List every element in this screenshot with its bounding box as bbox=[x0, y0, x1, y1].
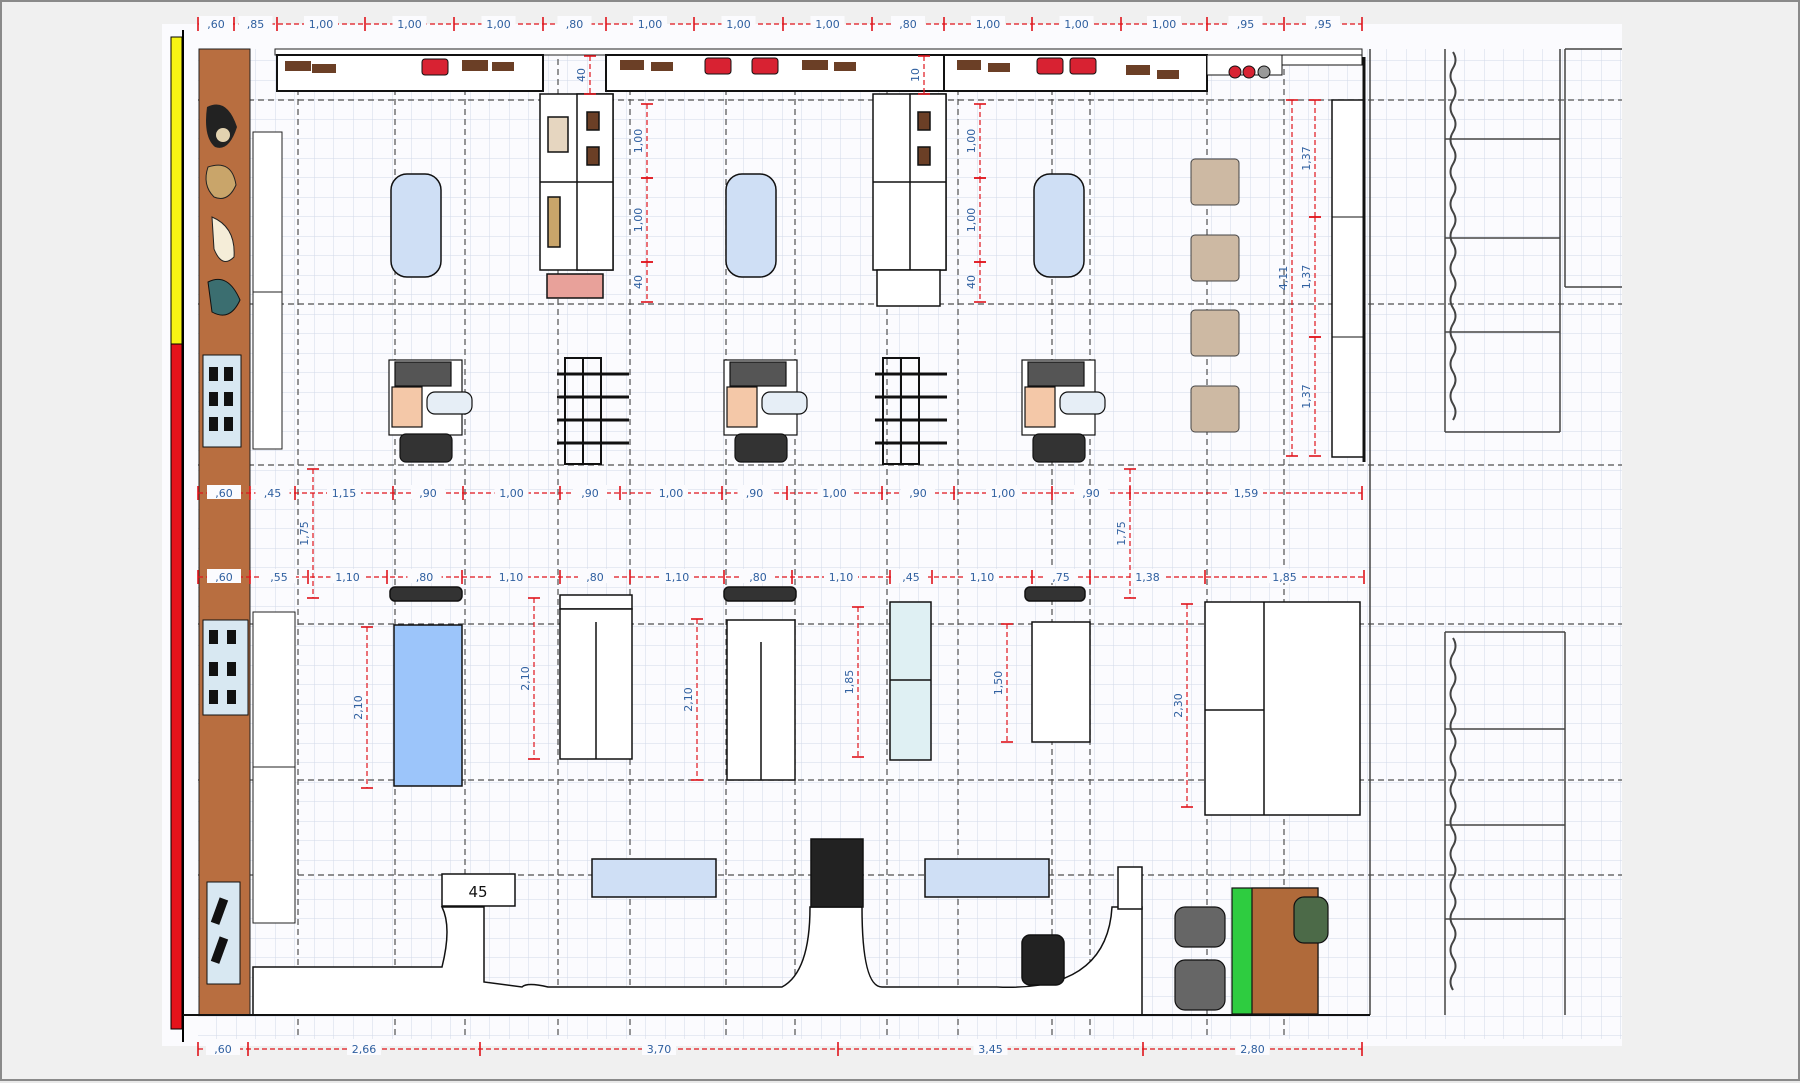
row2-dim-label: ,45 bbox=[902, 571, 920, 584]
top-dim-label: 1,00 bbox=[1064, 18, 1089, 31]
dim-wall-b-3: 40 bbox=[965, 275, 978, 289]
top-dim-label: ,95 bbox=[1314, 18, 1332, 31]
row1-dim-label: ,90 bbox=[581, 487, 599, 500]
dim-wall-b-2: 1,00 bbox=[965, 208, 978, 233]
dim-item-1: 2,10 bbox=[352, 695, 365, 720]
top-dim-label: 1,00 bbox=[726, 18, 751, 31]
row1-dim-label: 1,00 bbox=[991, 487, 1016, 500]
row2-dim-label: 1,10 bbox=[499, 571, 524, 584]
dim-aisle-2: 1,75 bbox=[1115, 521, 1128, 546]
top-dim-label: 1,00 bbox=[638, 18, 663, 31]
top-dim-label: 1,00 bbox=[815, 18, 840, 31]
dim-right-3: 1,37 bbox=[1300, 384, 1313, 409]
top-dim-label: 1,00 bbox=[309, 18, 334, 31]
row2-dim-label: 1,10 bbox=[335, 571, 360, 584]
dim-aisle-1: 1,75 bbox=[298, 521, 311, 546]
rails bbox=[564, 357, 920, 465]
row2-dim-label: ,80 bbox=[416, 571, 434, 584]
bottom-dim-label: 2,66 bbox=[352, 1043, 377, 1056]
glass-tables bbox=[390, 173, 1085, 278]
row2-dim-label: ,55 bbox=[270, 571, 288, 584]
top-dim-label: 1,00 bbox=[397, 18, 422, 31]
row2-dim-label: ,80 bbox=[586, 571, 604, 584]
stations-row2 bbox=[389, 586, 1361, 816]
stations-row1 bbox=[388, 359, 1106, 463]
dim-item-4: 1,85 bbox=[843, 670, 856, 695]
top-dim-label: 1,00 bbox=[1152, 18, 1177, 31]
top-wall-shelves bbox=[274, 48, 1363, 92]
bottom-dimension-chain: ,60 2,66 3,70 3,45 2,80 bbox=[197, 1041, 1363, 1056]
row2-dim-label: 1,10 bbox=[829, 571, 854, 584]
dim-wall-a-1: 1,00 bbox=[632, 129, 645, 154]
dim-item-2: 2,10 bbox=[519, 666, 532, 691]
dim-wall-b-top: 10 bbox=[909, 68, 922, 82]
stripe-yellow bbox=[170, 36, 183, 345]
dim-right-1: 1,37 bbox=[1300, 146, 1313, 171]
dim-right-2: 1,37 bbox=[1300, 265, 1313, 290]
row2-dim-label: 1,10 bbox=[970, 571, 995, 584]
front-counter bbox=[252, 838, 1143, 1016]
dim-wall-a-2: 1,00 bbox=[632, 208, 645, 233]
top-dim-label: 1,00 bbox=[486, 18, 511, 31]
row1-dim-label: ,90 bbox=[746, 487, 764, 500]
row1-dim-label: ,45 bbox=[264, 487, 282, 500]
dim-wall-a-3: 40 bbox=[632, 275, 645, 289]
bottom-dim-label: ,60 bbox=[214, 1043, 232, 1056]
left-wall-items bbox=[202, 104, 296, 985]
row1-dimension-chain: ,60 ,45 1,15 ,90 1,00 ,90 1,00 ,90 1,00 ,90 1,00 ,9… bbox=[197, 485, 1363, 500]
row2-dim-label: 1,38 bbox=[1135, 571, 1160, 584]
beige-seats bbox=[1190, 158, 1240, 433]
vertical-dimensions: 40 1,00 1,00 40 10 1,00 1,00 40 4,11 1,37 1,37 1,37… bbox=[298, 55, 1321, 808]
row1-dim-label: ,90 bbox=[1082, 487, 1100, 500]
dim-wall-b-1: 1,00 bbox=[965, 129, 978, 154]
row2-dim-label: ,75 bbox=[1052, 571, 1070, 584]
stripe-red bbox=[170, 343, 183, 1030]
counter-label: 45 bbox=[468, 883, 487, 901]
row2-dimension-chain: ,60 ,55 1,10 ,80 1,10 ,80 1,10 ,80 1,10 ,45 1,10 ,7… bbox=[197, 569, 1365, 584]
bottom-dim-label: 3,70 bbox=[647, 1043, 672, 1056]
top-dim-label: ,85 bbox=[247, 18, 265, 31]
row2-dim-label: 1,85 bbox=[1272, 571, 1297, 584]
row2-dim-label: ,60 bbox=[215, 571, 233, 584]
dim-right-total: 4,11 bbox=[1277, 266, 1290, 291]
dim-wall-a-top: 40 bbox=[575, 68, 588, 82]
green-desk bbox=[1174, 887, 1329, 1015]
row1-dim-label: 1,15 bbox=[332, 487, 357, 500]
dim-item-6: 2,30 bbox=[1172, 693, 1185, 718]
top-dim-label: ,60 bbox=[207, 18, 225, 31]
row1-dim-label: 1,00 bbox=[822, 487, 847, 500]
row1-dim-label: 1,59 bbox=[1234, 487, 1259, 500]
dim-item-5: 1,50 bbox=[992, 671, 1005, 696]
center-shelf-units bbox=[539, 93, 947, 307]
top-dim-label: 1,00 bbox=[976, 18, 1001, 31]
top-dimension-chain: ,60 ,85 1,00 1,00 1,00 ,80 1,00 1,00 1,00 ,80 1,00… bbox=[197, 16, 1363, 31]
row1-dim-label: ,60 bbox=[215, 487, 233, 500]
row1-dim-label: ,90 bbox=[909, 487, 927, 500]
top-dim-label: ,80 bbox=[566, 18, 584, 31]
top-dim-label: ,95 bbox=[1237, 18, 1255, 31]
row1-dim-label: ,90 bbox=[419, 487, 437, 500]
bottom-dim-label: 2,80 bbox=[1240, 1043, 1265, 1056]
row2-dim-label: 1,10 bbox=[665, 571, 690, 584]
row2-dim-label: ,80 bbox=[749, 571, 767, 584]
bottom-dim-label: 3,45 bbox=[978, 1043, 1003, 1056]
right-wall-shelf bbox=[1331, 99, 1365, 458]
dim-item-3: 2,10 bbox=[682, 687, 695, 712]
row1-dim-label: 1,00 bbox=[499, 487, 524, 500]
right-racks bbox=[1369, 48, 1622, 1015]
top-dim-label: ,80 bbox=[899, 18, 917, 31]
row1-dim-label: 1,00 bbox=[659, 487, 684, 500]
